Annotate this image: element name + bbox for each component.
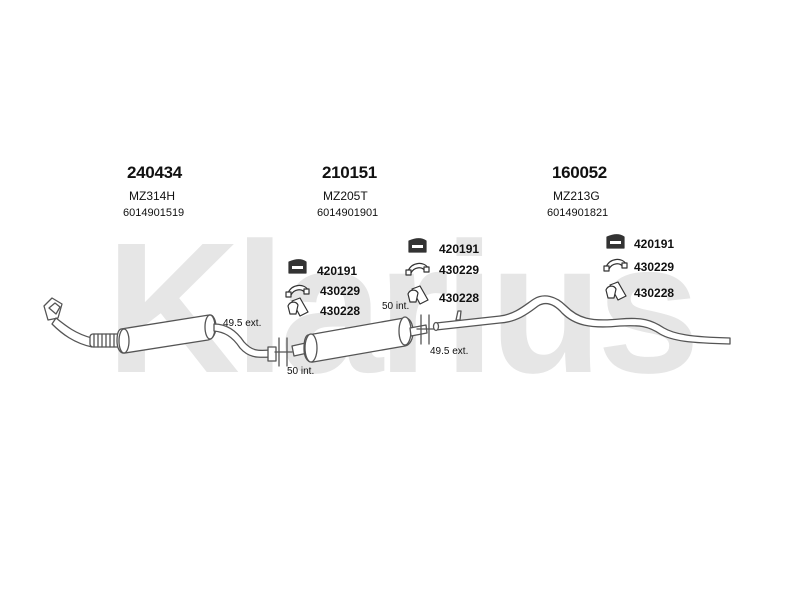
part-number-240434: 240434 [127, 163, 182, 182]
bracket-clamp-icon [407, 285, 429, 305]
part-number-210151: 210151 [322, 163, 377, 182]
bracket-clamp-icon [287, 297, 309, 317]
rubber-hanger-icon [408, 238, 427, 253]
front-pipe-flange-icon [43, 297, 63, 321]
dimension-label: 49.5 ext. [223, 318, 262, 329]
fitting-number: 430228 [634, 286, 675, 300]
front-tailpipe-icon [213, 323, 277, 362]
fitting-number: 430228 [439, 291, 480, 305]
fitting-number: 430228 [320, 304, 361, 318]
dimension-label: 49.5 ext. [430, 346, 469, 357]
oe-number: 6014901821 [547, 207, 609, 219]
fitting-number: 430229 [634, 260, 675, 274]
fitting-number: 420191 [317, 264, 358, 278]
part-code: MZ314H [129, 189, 176, 203]
joint-marker [274, 337, 293, 367]
dimension-label: 50 int. [382, 301, 410, 312]
front-pipe-icon [51, 317, 123, 348]
oe-number: 6014901901 [317, 207, 379, 219]
pipe-clamp-icon [285, 284, 310, 298]
fitting-number: 420191 [634, 237, 675, 251]
bracket-clamp-icon [605, 281, 627, 301]
rubber-hanger-icon [288, 259, 307, 274]
fitting-number: 430229 [439, 263, 480, 277]
front-silencer-icon [116, 314, 217, 354]
pipe-clamp-icon [603, 258, 628, 272]
watermark-logo: Klarius [106, 205, 695, 412]
rubber-hanger-icon [606, 234, 625, 249]
fitting-number: 420191 [439, 242, 480, 256]
part-code: MZ205T [323, 189, 368, 203]
joint-marker [416, 314, 435, 345]
dimension-label: 50 int. [287, 366, 315, 377]
pipe-clamp-icon [405, 262, 430, 276]
rear-tailpipe-icon [432, 295, 731, 345]
part-code: MZ213G [553, 189, 600, 203]
oe-number: 6014901519 [123, 207, 185, 219]
part-number-160052: 160052 [552, 163, 607, 182]
centre-silencer-icon [303, 316, 414, 363]
fitting-number: 430229 [320, 284, 361, 298]
